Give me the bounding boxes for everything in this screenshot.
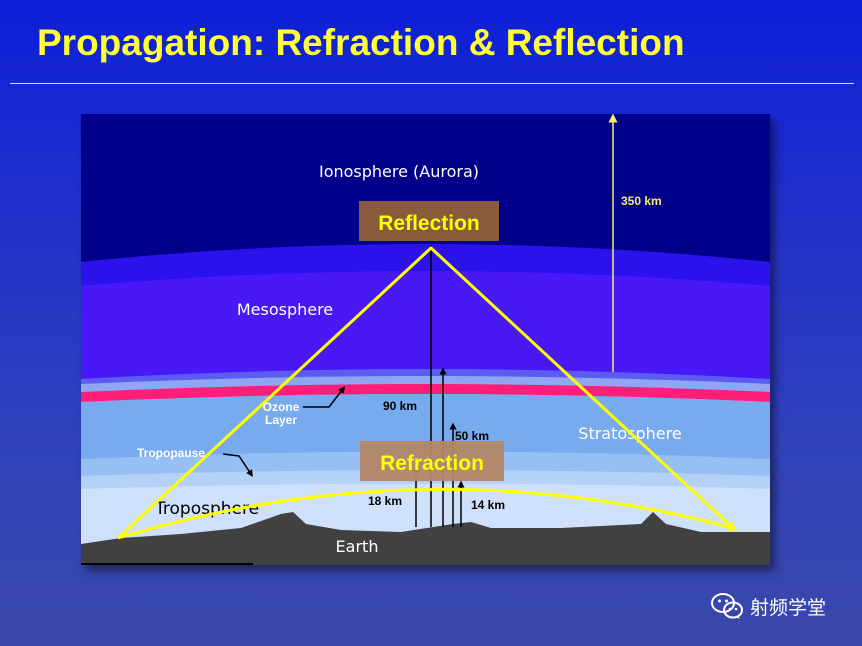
altitude-50-label: 50 km	[455, 429, 489, 443]
refraction-ray	[117, 487, 738, 540]
earth-ground	[81, 512, 770, 565]
tropopause-label: Tropopause	[137, 446, 205, 460]
refraction-label: Refraction	[380, 452, 484, 475]
refraction-callout: Refraction	[360, 441, 504, 481]
ozone-pointer	[303, 386, 346, 408]
reflection-ray	[116, 246, 737, 540]
reflection-label: Reflection	[378, 212, 480, 235]
watermark-text: 射频学堂	[750, 596, 827, 619]
ozone-band	[81, 384, 770, 402]
tropopause-pointer	[222, 453, 253, 477]
reflection-callout: Reflection	[359, 201, 499, 241]
altitude-18-label: 18 km	[368, 494, 402, 508]
atmosphere-diagram: Ionosphere (Aurora) Mesosphere Stratosph…	[81, 114, 770, 565]
mesosphere-label: Mesosphere	[237, 300, 333, 319]
earth-label: Earth	[336, 537, 379, 556]
wechat-watermark: 射频学堂	[710, 591, 826, 621]
slide-title: Propagation: Refraction & Reflection	[37, 22, 685, 63]
wechat-icon	[711, 593, 743, 619]
ozone-label-line2: Layer	[265, 413, 297, 427]
ozone-label-line1: Ozone	[263, 400, 300, 414]
title-divider	[10, 83, 854, 84]
altitude-90-label: 90 km	[383, 399, 417, 413]
ionosphere-label: Ionosphere (Aurora)	[319, 162, 479, 181]
atmosphere-svg: Ionosphere (Aurora) Mesosphere Stratosph…	[81, 114, 770, 565]
altitude-350-label: 350 km	[621, 194, 662, 208]
altitude-14-label: 14 km	[471, 498, 505, 512]
troposphere-label: Troposphere	[154, 499, 259, 519]
